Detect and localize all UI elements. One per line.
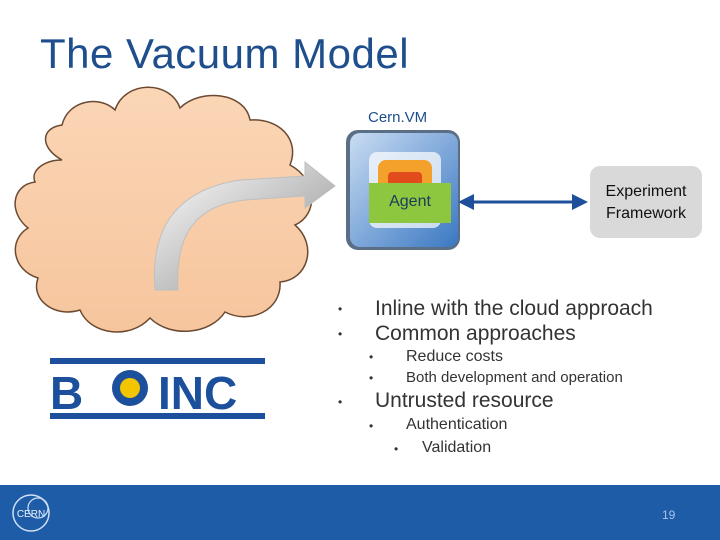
double-arrow-icon [458,194,588,210]
bullet-dot: • [338,327,343,341]
bullet-both-dev-ops: Both development and operation [406,369,623,386]
boinc-logo-icon: B INC [50,358,265,419]
bullet-inline-cloud: Inline with the cloud approach [375,297,653,320]
svg-text:B: B [50,367,83,419]
cernvm-label: Cern.VM [368,109,428,126]
experiment-framework-line2: Framework [605,205,686,222]
cloud-icon [14,86,313,333]
bullet-untrusted: Untrusted resource [375,389,554,412]
bullet-dot: • [369,371,374,385]
bullet-dot: • [338,302,343,316]
experiment-framework-label: Experiment Framework [590,181,702,225]
bullet-authentication: Authentication [406,416,508,433]
svg-text:INC: INC [158,367,237,419]
bullet-validation: Validation [422,439,492,456]
agent-label: Agent [389,193,431,210]
bullet-dot: • [369,350,374,364]
bullet-dot: • [369,419,374,433]
bullet-reduce-costs: Reduce costs [406,348,503,365]
footer-bar: CERN 19 [0,485,720,540]
agent-box [369,183,451,223]
page-number: 19 [662,508,676,522]
experiment-framework-line1: Experiment [605,183,687,200]
experiment-framework-box [590,166,702,238]
bullet-dot: • [338,395,343,409]
migration-arrow-icon [153,160,336,291]
bullet-dot: • [394,442,399,456]
bullet-common-approaches: Common approaches [375,322,576,345]
slide-title: The Vacuum Model [40,30,410,77]
cern-logo-text: CERN [17,509,45,520]
cern-logo-icon: CERN [12,494,50,532]
